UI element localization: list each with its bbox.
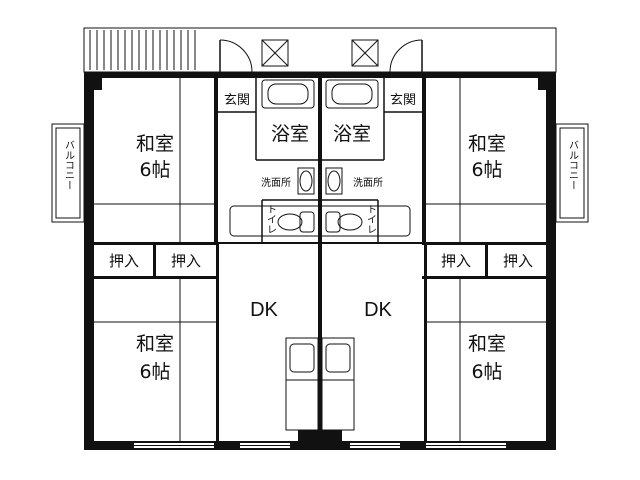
- toilet-label: トイレ: [365, 204, 377, 234]
- bathtub-right: [325, 79, 379, 109]
- bathtub-left: [261, 79, 315, 109]
- room-label-washitsu: 和室: [468, 333, 506, 355]
- vent-box-right: [351, 39, 379, 67]
- room-size-label: 6帖: [471, 361, 502, 383]
- bath-label: 浴室: [333, 123, 371, 145]
- dk-label: DK: [250, 299, 278, 321]
- entrance-label: 玄関: [224, 93, 250, 108]
- closet-label: 押入: [503, 252, 533, 270]
- dk-label: DK: [364, 299, 392, 321]
- bath-label: 浴室: [271, 123, 309, 145]
- washroom-label: 洗面所: [353, 177, 383, 189]
- balcony-label: バルコニー: [63, 140, 75, 190]
- kitchen-left: [285, 337, 319, 431]
- room-label-washitsu: 和室: [136, 333, 174, 355]
- room-label-washitsu: 和室: [136, 133, 174, 155]
- closet-label: 押入: [171, 252, 201, 270]
- toilet-area: [229, 199, 411, 242]
- room-size-label: 6帖: [139, 159, 170, 181]
- room-size-label: 6帖: [139, 361, 170, 383]
- wash-basin-left: [297, 167, 315, 195]
- side-balcony-left: [51, 123, 85, 223]
- interior-walls: [94, 78, 546, 441]
- side-balcony-right: [555, 123, 589, 223]
- toilet-label: トイレ: [265, 204, 277, 234]
- top-balcony-rail: [83, 27, 557, 73]
- vent-box-left: [261, 39, 289, 67]
- room-label-washitsu: 和室: [468, 133, 506, 155]
- entrance-label: 玄関: [390, 93, 416, 108]
- entrance-door-right: [389, 39, 423, 73]
- bottom-windows: [134, 443, 506, 448]
- wash-basin-right: [325, 167, 343, 195]
- room-size-label: 6帖: [471, 159, 502, 181]
- kitchen-right: [321, 337, 355, 431]
- closet-label: 押入: [109, 252, 139, 270]
- closet-label: 押入: [441, 252, 471, 270]
- balcony-label: バルコニー: [567, 140, 579, 190]
- washroom-label: 洗面所: [261, 177, 291, 189]
- entrance-door-left: [219, 39, 253, 73]
